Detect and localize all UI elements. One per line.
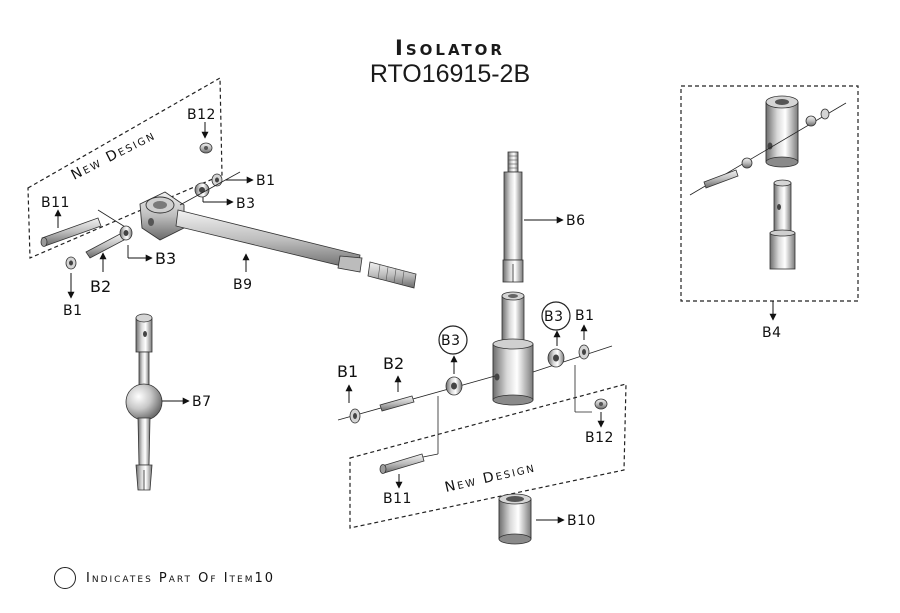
b1-washer-center-left xyxy=(349,408,361,424)
b4-right-nut xyxy=(805,108,830,127)
b10-sleeve xyxy=(498,493,532,545)
label-b2-center: B2 xyxy=(383,354,404,373)
b4-lower-shaft xyxy=(769,179,796,270)
label-b9: B9 xyxy=(233,277,253,293)
label-b1-center-right: B1 xyxy=(575,308,595,324)
label-b1-top-right: B1 xyxy=(256,173,276,189)
item10-marker-b3-right xyxy=(541,301,571,331)
part-number: RTO16915-2B xyxy=(369,60,531,88)
label-b3-center-left: B3 xyxy=(441,333,461,349)
label-b2-top: B2 xyxy=(90,277,111,296)
diagram-title: Isolator xyxy=(395,36,505,60)
label-b3-top-left: B3 xyxy=(155,249,176,268)
label-b1-top-left: B1 xyxy=(63,303,83,319)
label-b6: B6 xyxy=(566,213,586,229)
b3-bushing-center-right xyxy=(547,348,565,368)
legend: Indicates Part Of Item10 xyxy=(54,566,275,590)
b3-bushing-top-left xyxy=(119,225,133,241)
b12-nut-top xyxy=(199,142,213,154)
b3-bushing-top-right xyxy=(194,182,210,198)
label-b11-bottom: B11 xyxy=(383,491,412,507)
b2-pin-top xyxy=(85,233,125,259)
b1-washer-top-left xyxy=(65,256,77,270)
b1-washer-center-right xyxy=(578,344,590,360)
b4-left-bolt xyxy=(703,157,753,189)
isolator-housing xyxy=(492,291,534,406)
b11-bolt-bottom xyxy=(379,453,425,474)
b7-lever xyxy=(125,313,163,491)
label-b10: B10 xyxy=(567,513,596,529)
b9-shift-rod xyxy=(139,191,417,289)
b3-bushing-center-left xyxy=(445,376,463,396)
new-design-label-top: New Design xyxy=(69,127,159,183)
legend-circle-icon xyxy=(54,567,76,589)
new-design-box-bottom xyxy=(349,383,627,529)
b2-pin-center xyxy=(379,395,415,412)
label-b3-top-right: B3 xyxy=(236,196,256,212)
label-b1-center-left: B1 xyxy=(337,362,358,381)
new-design-label-bottom: New Design xyxy=(443,459,537,495)
b11-bolt-top xyxy=(40,217,102,247)
legend-text: Indicates Part Of Item10 xyxy=(86,570,276,586)
b12-nut-bottom xyxy=(594,398,608,410)
label-b11-top: B11 xyxy=(41,195,70,211)
label-b4: B4 xyxy=(762,325,782,341)
label-b7: B7 xyxy=(192,394,212,410)
new-design-box-top xyxy=(27,76,223,259)
label-b3-center-right: B3 xyxy=(544,309,564,325)
b6-shaft xyxy=(502,151,524,283)
label-b12-top: B12 xyxy=(187,107,216,123)
b4-upper-housing xyxy=(765,95,799,168)
label-b12-bottom: B12 xyxy=(585,430,614,446)
item10-marker-b3-left xyxy=(438,325,468,355)
